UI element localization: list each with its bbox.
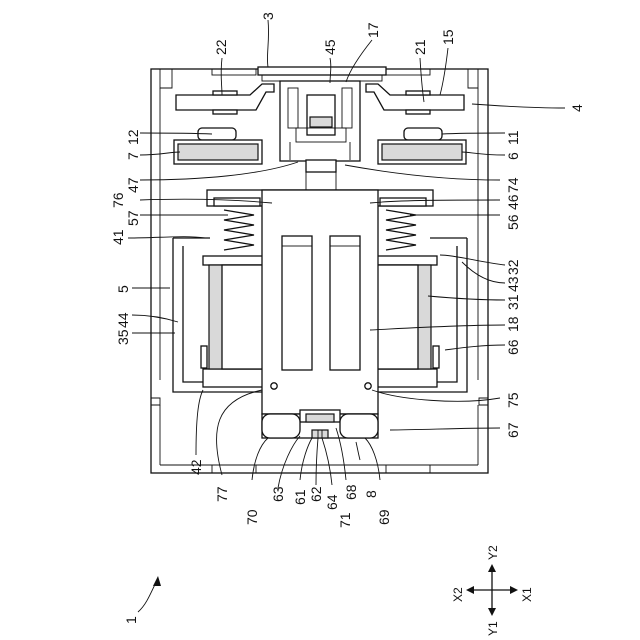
label-43: 43 [505, 276, 521, 292]
bottom-block [262, 410, 378, 438]
label-17: 17 [365, 22, 381, 38]
label-67: 67 [505, 422, 521, 438]
label-68: 68 [343, 484, 359, 500]
label-63: 63 [270, 486, 286, 502]
label-42: 42 [188, 459, 204, 475]
axis-label-x2: X2 [451, 587, 465, 602]
top-cover [258, 67, 386, 81]
label-22: 22 [213, 39, 229, 55]
label-56: 56 [505, 214, 521, 230]
label-46: 46 [505, 194, 521, 210]
center-body [262, 190, 378, 414]
label-21: 21 [412, 39, 428, 55]
label-35: 35 [115, 329, 131, 345]
label-8: 8 [363, 490, 379, 498]
axis-label-y2: Y2 [486, 545, 500, 560]
label-71: 71 [337, 512, 353, 528]
label-47: 47 [125, 177, 141, 193]
label-3: 3 [260, 12, 276, 20]
axis-indicator [466, 564, 518, 616]
axis-label-x1: X1 [520, 587, 534, 602]
label-64: 64 [324, 494, 340, 510]
label-45: 45 [322, 39, 338, 55]
label-12: 12 [125, 129, 141, 145]
axis-label-y1: Y1 [486, 621, 500, 636]
label-76: 76 [110, 192, 126, 208]
label-44: 44 [115, 312, 131, 328]
label-61: 61 [292, 489, 308, 505]
label-75: 75 [505, 392, 521, 408]
label-5: 5 [115, 285, 131, 293]
label-74: 74 [505, 177, 521, 193]
label-31: 31 [505, 294, 521, 310]
label-11: 11 [505, 130, 521, 145]
label-41: 41 [110, 229, 126, 245]
label-4: 4 [569, 104, 585, 112]
label-15: 15 [440, 29, 456, 45]
label-18: 18 [505, 316, 521, 332]
label-32: 32 [505, 259, 521, 275]
label-69: 69 [376, 509, 392, 525]
label-77: 77 [214, 486, 230, 502]
label-1: 1 [123, 616, 139, 624]
label-57: 57 [125, 210, 141, 226]
label-7: 7 [125, 152, 141, 160]
shaft-block [280, 81, 360, 190]
label-66: 66 [505, 339, 521, 355]
label-70: 70 [244, 509, 260, 525]
label-62: 62 [308, 486, 324, 502]
label-6: 6 [505, 152, 521, 160]
